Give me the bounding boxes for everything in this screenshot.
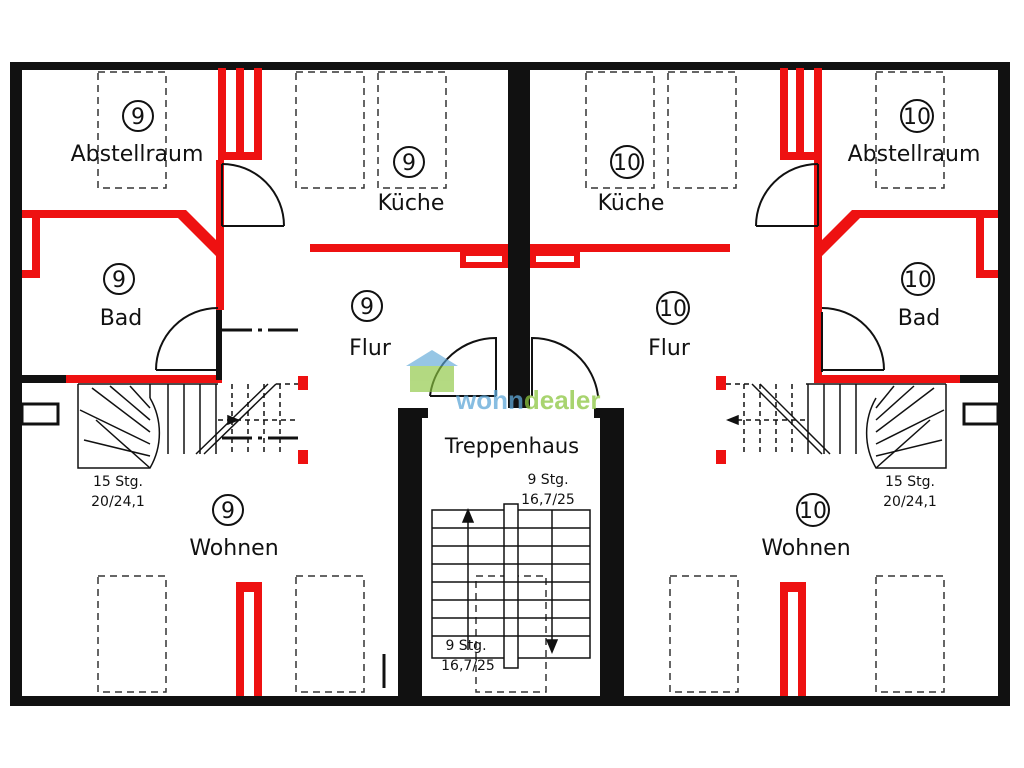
unit-number-left: 9 <box>221 499 235 524</box>
doors <box>155 163 885 397</box>
unit-number-right: 10 <box>903 105 931 130</box>
unit-number-left: 9 <box>360 295 374 320</box>
stair-right <box>725 383 947 469</box>
stairwell-wall-right <box>600 408 624 706</box>
windows <box>20 402 1000 426</box>
lower-flight-ratio: 16,7/25 <box>441 658 495 674</box>
unit-number-left: 9 <box>402 151 416 176</box>
unit-number-circles <box>103 99 935 527</box>
labels-stairwell: Treppenhaus 9 Stg. 16,7/25 9 Stg. 16,7/2… <box>441 434 579 674</box>
stairwell-title: Treppenhaus <box>444 434 579 458</box>
room-flur-left: Flur <box>349 336 392 361</box>
upper-flight-ratio: 16,7/25 <box>521 492 575 508</box>
room-wohnen-left: Wohnen <box>189 536 278 561</box>
room-wohnen-right: Wohnen <box>761 536 850 561</box>
labels-left-unit: 9 Abstellraum 9 Küche 9 Bad 9 Flur 15 St… <box>71 105 445 561</box>
room-kueche-right: Küche <box>598 191 665 216</box>
lower-flight-steps: 9 Stg. <box>445 638 486 654</box>
labels-right-unit: 10 Abstellraum 10 Küche 10 Bad 10 Flur 1… <box>598 105 981 561</box>
unit-number-right: 10 <box>659 297 687 322</box>
room-bad-right: Bad <box>898 306 941 331</box>
room-kueche-left: Küche <box>378 191 445 216</box>
unit-number-right: 10 <box>613 151 641 176</box>
room-flur-right: Flur <box>648 336 691 361</box>
unit-number-left: 9 <box>131 105 145 130</box>
house-icon <box>406 350 458 392</box>
unit-number-left: 9 <box>112 268 126 293</box>
dash-dot-lines <box>222 328 386 688</box>
stair-steps-left: 15 Stg. <box>93 474 143 490</box>
room-abstellraum-right: Abstellraum <box>848 142 981 167</box>
dashed-outlines <box>97 71 945 693</box>
stairwell-wall-left <box>398 408 422 706</box>
room-bad-left: Bad <box>100 306 143 331</box>
room-abstellraum-left: Abstellraum <box>71 142 204 167</box>
svg-text:wohndealer: wohndealer <box>455 385 600 415</box>
watermark: wohndealer <box>406 350 600 415</box>
outer-walls <box>10 62 1010 706</box>
stair-ratio-right: 20/24,1 <box>883 494 937 510</box>
stairwell-stairs <box>431 503 591 669</box>
stair-left <box>77 383 298 469</box>
stair-steps-right: 15 Stg. <box>885 474 935 490</box>
upper-flight-steps: 9 Stg. <box>527 472 568 488</box>
new-walls <box>22 68 998 696</box>
party-wall <box>508 62 530 408</box>
unit-number-right: 10 <box>799 499 827 524</box>
watermark-prefix: wohn <box>455 385 524 415</box>
watermark-suffix: dealer <box>524 385 601 415</box>
unit-number-right: 10 <box>904 268 932 293</box>
stair-ratio-left: 20/24,1 <box>91 494 145 510</box>
